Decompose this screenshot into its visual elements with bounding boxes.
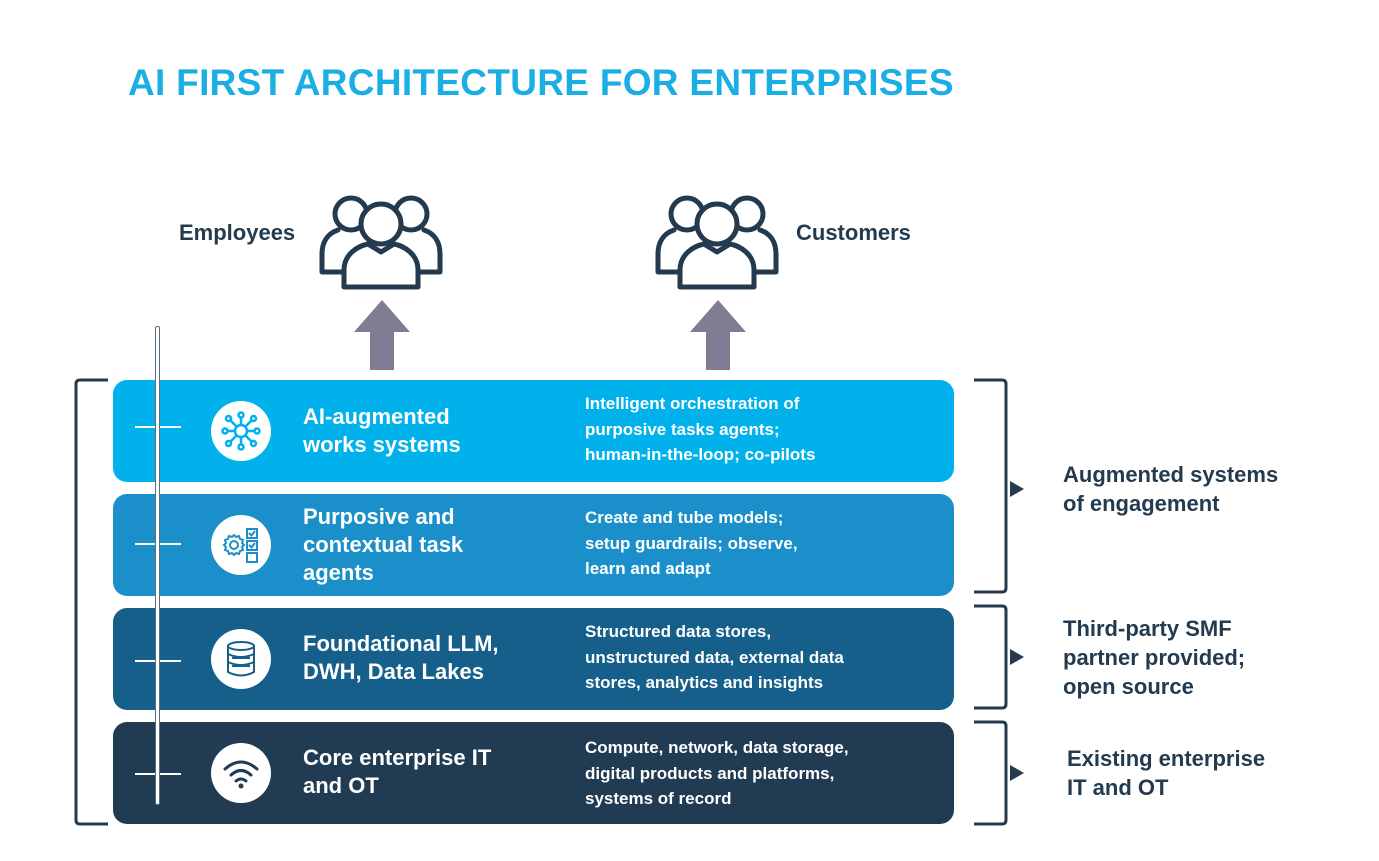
layer-title: Purposive and contextual task agents: [303, 504, 464, 585]
employees-label: Employees: [179, 220, 296, 245]
database-icon: [211, 629, 271, 689]
layer-ai-augmented-work-systems: AI-augmented works systems Intelligent o…: [113, 380, 954, 482]
vertical-rail: [155, 326, 160, 805]
gear-checklist-icon: [211, 515, 271, 575]
employees-up-arrow: [354, 300, 410, 370]
layer-core-enterprise-it: Core enterprise IT and OT Compute, netwo…: [113, 722, 954, 824]
layer-title: Core enterprise IT and OT: [303, 745, 492, 798]
right-bracket-engagement: [974, 378, 1024, 594]
group-label-existing: Existing enterprise IT and OT: [1067, 746, 1266, 800]
customers-group-icon: [655, 195, 779, 290]
left-bracket: [74, 378, 108, 826]
layer-description: Compute, network, data storage, digital …: [585, 738, 849, 808]
group-label-third-party: Third-party SMF partner provided; open s…: [1063, 616, 1246, 699]
right-bracket-third-party: [974, 604, 1024, 710]
employees-group-icon: [319, 195, 443, 290]
layer-title: AI-augmented works systems: [303, 404, 461, 457]
right-bracket-existing: [974, 720, 1024, 826]
page-title: AI FIRST ARCHITECTURE FOR ENTERPRISES: [128, 62, 954, 103]
customers-label: Customers: [796, 220, 911, 245]
group-label-engagement: Augmented systems of engagement: [1063, 462, 1279, 516]
layer-purposive-task-agents: Purposive and contextual task agents Cre…: [113, 494, 954, 596]
layer-description: Intelligent orchestration of purposive t…: [585, 394, 816, 464]
layer-description: Create and tube models; setup guardrails…: [585, 508, 798, 578]
customers-up-arrow: [690, 300, 746, 370]
layer-description: Structured data stores, unstructured dat…: [585, 622, 844, 692]
layer-foundational-llm: Foundational LLM, DWH, Data Lakes Struct…: [113, 608, 954, 710]
network-hub-icon: [211, 401, 271, 461]
wifi-icon: [211, 743, 271, 803]
layer-title: Foundational LLM, DWH, Data Lakes: [303, 631, 499, 684]
